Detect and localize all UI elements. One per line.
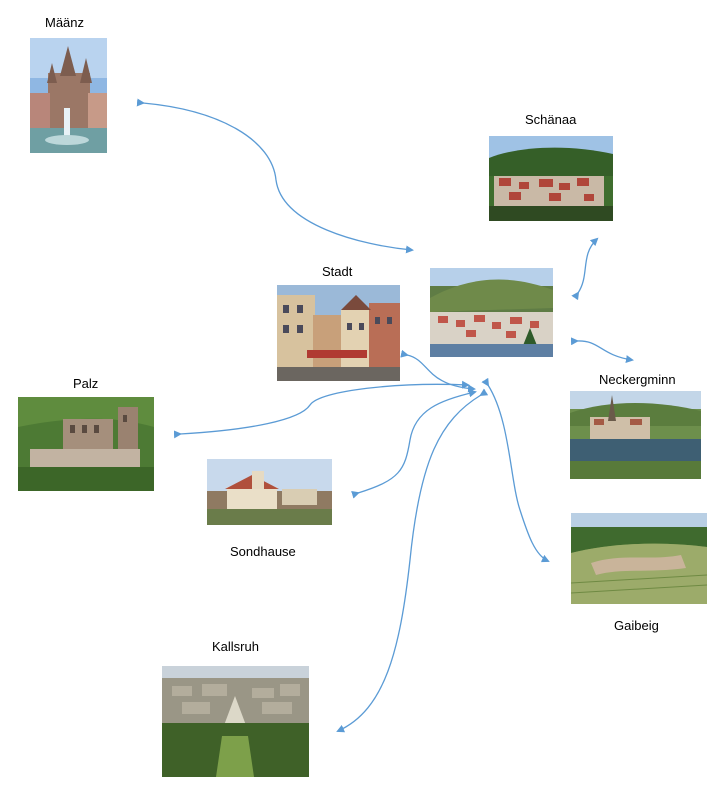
arrow-schaenaa	[578, 239, 597, 293]
label-sondhause: Sondhause	[230, 544, 296, 559]
arrow-maenz	[143, 103, 412, 250]
label-palz: Palz	[73, 376, 98, 391]
arrow-palz	[180, 384, 468, 434]
label-neckergminn: Neckergminn	[599, 372, 676, 387]
arrow-neckergminn	[577, 341, 632, 360]
sondhause-photo	[207, 459, 332, 525]
arrow-gaibeig	[488, 385, 548, 561]
arrow-sondhause	[358, 392, 475, 493]
maenz-photo	[30, 38, 107, 153]
center-town-photo	[430, 268, 553, 357]
label-maenz: Määnz	[45, 15, 84, 30]
label-schaenaa: Schänaa	[525, 112, 576, 127]
label-stadt: Stadt	[322, 264, 352, 279]
stadt-photo	[277, 285, 400, 381]
kallsruh-photo	[162, 666, 309, 777]
label-kallsruh: Kallsruh	[212, 639, 259, 654]
label-gaibeig: Gaibeig	[614, 618, 659, 633]
schaenaa-photo	[489, 136, 613, 221]
neckergminn-photo	[570, 391, 701, 479]
palz-photo	[18, 397, 154, 491]
gaibeig-photo	[571, 513, 707, 604]
